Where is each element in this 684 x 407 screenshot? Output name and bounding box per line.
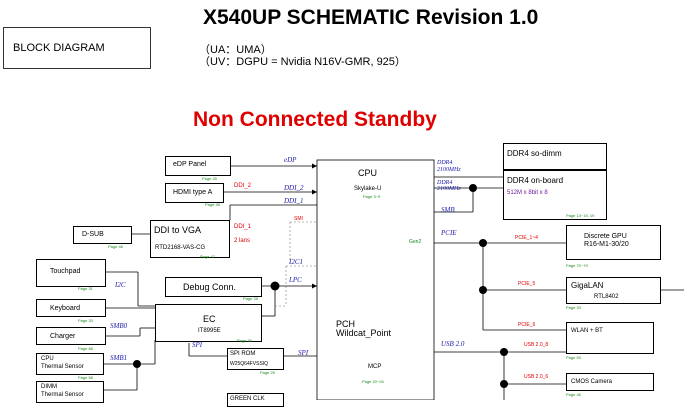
- debug-conn-block: Debug Conn.: [165, 277, 262, 297]
- signal-i2c1: I2C1: [289, 258, 303, 266]
- ec-block: EC IT8995E: [155, 304, 262, 342]
- signal-ddr4-b: DDR4: [437, 180, 453, 186]
- signal-smb1: SMB1: [110, 354, 128, 362]
- signal-smi: SMI: [294, 216, 303, 222]
- signal-ddr4-a-speed: 2100MHz: [437, 167, 461, 173]
- signal-ddr4-b-speed: 2100MHz: [437, 186, 461, 192]
- signal-usb20: USB 2.0: [441, 340, 465, 348]
- ddi-to-vga-block: DDI to VGA RTD2168-VAS-CG: [150, 220, 230, 258]
- signal-ddi1: DDI_1: [284, 197, 304, 205]
- signal-pcie: PCIE: [441, 229, 457, 237]
- keyboard-block: Keyboard: [36, 299, 106, 317]
- mcp-label: MCP: [368, 364, 382, 370]
- gigalan-page-ref: Page 33: [566, 305, 581, 310]
- charger-block: Charger: [36, 327, 106, 345]
- hdmi-page-ref: Page 48: [205, 202, 220, 207]
- hdmi-block: HDMI type A: [165, 183, 224, 203]
- edp-panel-block: eDP Panel: [165, 156, 231, 176]
- debug-page-ref: Page 28: [243, 296, 258, 301]
- signal-spi-ec: SPI: [192, 341, 203, 349]
- cpu-page-ref: Page 3~9: [363, 194, 381, 199]
- signal-usb20-8: USB 2.0_8: [524, 342, 549, 348]
- signal-i2c: I2C: [115, 281, 126, 289]
- green-clk-block: GREEN CLK: [227, 393, 284, 407]
- ddr4-onboard-block: DDR4 on-board 512M x 8bit x 8 Page 13~15…: [503, 170, 607, 220]
- signal-gen2: Gen2: [409, 239, 422, 245]
- block-diagram-label-box: BLOCK DIAGRAM: [3, 27, 151, 69]
- ddi-vga-page-ref: Page 47: [200, 254, 215, 259]
- signal-smb: SMB: [441, 206, 455, 214]
- signal-ddr4-a: DDR4: [437, 160, 453, 166]
- signal-ddi2-red: DDI_2: [234, 183, 252, 189]
- gpu-page-ref: Page 70~79: [566, 263, 588, 268]
- signal-lpc: LPC: [289, 276, 302, 284]
- mcp-page-ref: Page 20~26: [362, 379, 384, 384]
- signal-lanes: 2 lans: [234, 238, 251, 244]
- ddr4-sodimm-block: DDR4 so-dimm: [503, 143, 607, 170]
- dsub-page-ref: Page 46: [108, 244, 123, 249]
- cpu-thermal-block: CPU Thermal Sensor: [36, 353, 104, 375]
- cpu-sub: Skylake-U: [354, 186, 382, 192]
- block-diagram-label: BLOCK DIAGRAM: [13, 42, 105, 54]
- signal-spi-pch: SPI: [298, 349, 309, 357]
- signal-edp: eDP: [284, 156, 297, 164]
- wlan-page-ref: Page 53: [566, 355, 581, 360]
- cmos-page-ref: Page 46: [566, 392, 581, 397]
- touchpad-block: Touchpad: [36, 259, 106, 287]
- variant-uv: （UV：DGPU = Nvidia N16V-GMR, 925）: [199, 56, 406, 68]
- signal-pcie-6: PCIE_6: [518, 322, 536, 328]
- dsub-block: D-SUB: [73, 226, 132, 244]
- touchpad-page-ref: Page 31: [78, 286, 93, 291]
- signal-pcie-5: PCIE_5: [518, 281, 536, 287]
- spi-rom-page-ref: Page 29: [260, 370, 275, 375]
- edp-page-ref: Page 45: [202, 176, 217, 181]
- cpu-thermal-page-ref: Page 58: [78, 375, 93, 380]
- mode-title: Non Connected Standby: [193, 108, 437, 131]
- signal-smb0: SMB0: [110, 322, 128, 330]
- signal-ddi1-red: DDI_1: [234, 224, 252, 230]
- cpu-label: CPU: [358, 168, 378, 178]
- signal-pcie-1-4: PCIE_1~4: [515, 235, 538, 241]
- wlan-bt-block: WLAN + BT: [566, 322, 654, 354]
- signal-usb20-6: USB 2.0_6: [524, 374, 549, 380]
- ec-page-ref: Page 36: [237, 338, 252, 343]
- signal-ddi2: DDI_2: [284, 184, 304, 192]
- cmos-camera-block: CMOS Camera: [566, 373, 654, 391]
- gigalan-block: GigaLAN RTL8402: [566, 277, 661, 304]
- pch-sub: Wildcat_Point: [336, 328, 392, 338]
- pch-label: PCH: [336, 319, 356, 329]
- discrete-gpu-block: Discrete GPU R16-M1-30/20: [566, 225, 661, 260]
- page-title: X540UP SCHEMATIC Revision 1.0: [203, 6, 539, 29]
- variant-ua: （UA：UMA）: [199, 44, 272, 56]
- charger-page-ref: Page 88: [78, 346, 93, 351]
- spi-rom-block: SPI ROM W25Q64FVSSIQ: [227, 348, 284, 370]
- keyboard-page-ref: Page 33: [78, 318, 93, 323]
